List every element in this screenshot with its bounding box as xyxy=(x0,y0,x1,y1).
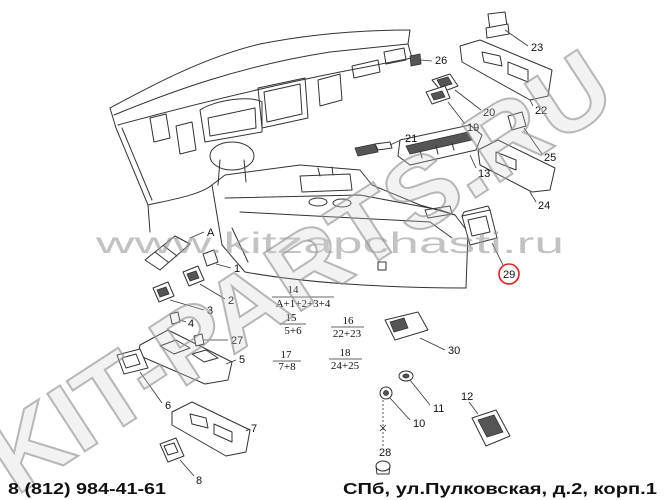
callout-22: 22 xyxy=(535,105,547,117)
callout-24: 24 xyxy=(538,200,550,212)
part-10-knob xyxy=(379,386,411,446)
part-23-switch xyxy=(485,11,529,47)
part-7-panel xyxy=(171,401,251,457)
footer-phone: 8 (812) 984-41-61 xyxy=(8,481,166,498)
callout-7: 7 xyxy=(251,423,257,435)
part-2-switch xyxy=(182,265,226,300)
kit-18-number: 18 xyxy=(340,347,352,359)
kit-14-number: 14 xyxy=(288,284,300,296)
part-24-bezel xyxy=(477,139,556,203)
part-20-switch xyxy=(431,73,482,111)
kit-17-number: 17 xyxy=(281,349,293,361)
part-25-switch xyxy=(507,111,543,155)
part-11-knob xyxy=(398,370,431,406)
callout-12: 12 xyxy=(461,391,473,403)
callout-1: 1 xyxy=(234,263,240,275)
part-A-switch-strip xyxy=(144,231,205,271)
callout-3: 3 xyxy=(207,305,213,317)
watermark-url: www.kitzapchasti.ru xyxy=(94,227,564,260)
part-4-pin xyxy=(169,311,187,325)
callout-30: 30 xyxy=(448,345,460,357)
callout-labels: A 1 2 3 4 5 6 7 8 10 11 12 13 19 20 21 2… xyxy=(165,42,556,487)
callout-8: 8 xyxy=(196,475,202,487)
callout-13: 13 xyxy=(478,168,490,180)
callout-25: 25 xyxy=(544,152,556,164)
callout-28: 28 xyxy=(379,447,391,459)
kit-18-contents: 24+25 xyxy=(331,360,360,372)
part-1-switch xyxy=(202,249,232,269)
part-8-switch xyxy=(159,437,195,477)
callout-19: 19 xyxy=(467,122,479,134)
callout-4: 4 xyxy=(188,318,194,330)
highlight-circle-29 xyxy=(498,263,520,285)
part-21-connector xyxy=(354,138,404,157)
kit-15-number: 15 xyxy=(286,312,298,324)
footer-address: СПб, ул.Пулковская, д.2, корп.1 xyxy=(343,481,657,498)
callout-10: 10 xyxy=(413,418,425,430)
callout-21: 21 xyxy=(405,133,417,145)
callout-20: 20 xyxy=(483,107,495,119)
part-3-switch xyxy=(152,281,205,311)
part-6-switch xyxy=(116,348,163,404)
kit-14-contents: A+1+2+3+4 xyxy=(276,298,331,310)
callout-2: 2 xyxy=(228,295,234,307)
part-27-pin xyxy=(193,333,228,347)
callout-11: 11 xyxy=(433,403,444,415)
callout-A: A xyxy=(207,227,215,239)
callout-29: 29 xyxy=(503,269,515,281)
part-13-climate-panel xyxy=(397,124,483,169)
callout-23: 23 xyxy=(531,42,543,54)
part-5-panel xyxy=(137,329,237,385)
part-12-switch xyxy=(468,401,511,447)
watermark-brand: KIT-PARTS.RU xyxy=(0,28,632,500)
part-22-bezel xyxy=(459,39,553,107)
part-26-clip xyxy=(409,53,433,67)
kit-groups: 14 A+1+2+3+4 15 5+6 16 22+23 17 7+8 18 2… xyxy=(272,284,364,373)
kit-15-contents: 5+6 xyxy=(284,325,302,337)
part-28-cap xyxy=(375,460,391,475)
dashboard-outline xyxy=(109,29,469,289)
kit-16-number: 16 xyxy=(343,315,355,327)
part-19-switch xyxy=(425,85,466,125)
kit-17-contents: 7+8 xyxy=(278,361,296,373)
kit-16-contents: 22+23 xyxy=(333,328,362,340)
callout-5: 5 xyxy=(239,354,245,366)
part-30-connector xyxy=(384,311,446,351)
part-29-switch xyxy=(461,205,504,266)
callout-26: 26 xyxy=(435,55,447,67)
callout-27: 27 xyxy=(231,335,243,347)
callout-6: 6 xyxy=(165,400,171,412)
